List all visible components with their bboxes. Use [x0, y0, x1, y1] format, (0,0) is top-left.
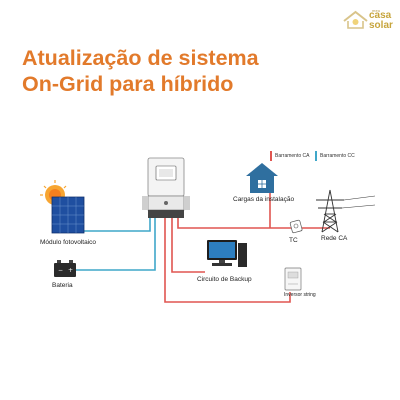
current-transformer-icon	[289, 219, 303, 234]
legend-ac-swatch	[270, 151, 272, 161]
legend-ac-label: Barramento CA	[275, 153, 310, 159]
legend-dc-swatch	[315, 151, 317, 161]
dc-wires	[76, 218, 156, 271]
house-icon	[246, 163, 278, 193]
computer-icon	[207, 240, 247, 267]
transmission-tower-icon	[316, 189, 376, 233]
logo-name-line1: casa	[369, 10, 392, 21]
title-line-2: On-Grid para híbrido	[22, 72, 234, 96]
ac-wires	[164, 193, 330, 303]
house-logo-icon	[343, 10, 368, 29]
solar-panel-icon	[51, 196, 85, 234]
label-ct: TC	[289, 237, 298, 244]
brand-logo: meu casa solar	[342, 8, 396, 34]
label-backup: Circuito de Backup	[197, 276, 252, 283]
legend-dc: Barramento CC	[315, 150, 355, 162]
dc-wire-pv	[84, 218, 151, 232]
string-inverter-icon	[284, 267, 302, 291]
page-title: Atualização de sistema On-Grid para híbr…	[22, 45, 259, 97]
logo-name-line2: solar	[369, 20, 393, 31]
ac-wire-backup	[171, 218, 205, 273]
logo-tagline: meu	[372, 8, 381, 13]
title-line-1: Atualização de sistema	[22, 46, 259, 70]
label-battery: Bateria	[52, 282, 73, 289]
label-grid: Rede CA	[321, 235, 348, 242]
dc-wire-battery	[76, 218, 156, 271]
ac-wire-grid	[177, 218, 330, 229]
ac-wire-string-inverter	[164, 218, 291, 303]
label-pv: Módulo fotovoltaico	[40, 239, 97, 246]
legend-dc-label: Barramento CC	[320, 153, 355, 159]
label-string-inverter: Inversor string	[284, 292, 316, 298]
label-loads: Cargas da instalação	[233, 196, 295, 203]
hybrid-inverter-icon	[142, 157, 190, 218]
svg-text:−: −	[58, 267, 63, 274]
svg-text:+: +	[68, 267, 73, 274]
legend-ac: Barramento CA	[270, 150, 309, 162]
battery-icon: − +	[54, 260, 76, 277]
